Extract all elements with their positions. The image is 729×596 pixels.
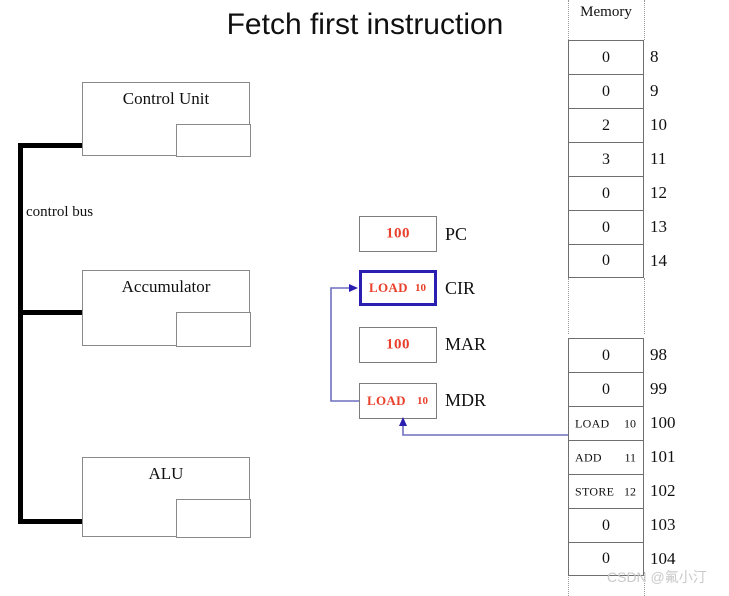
page-title: Fetch first instruction [226, 8, 504, 41]
wire-memory-to-mdr [402, 422, 568, 436]
register-cir-label: CIR [445, 278, 476, 298]
register-mar-label: MAR [445, 334, 487, 354]
memory-cell: 2 [568, 108, 644, 142]
memory-cell-value: 0 [602, 184, 610, 202]
control-bus-branch-control-unit [18, 143, 86, 148]
alu-subregister [176, 499, 251, 538]
register-pc-value: 100 [386, 225, 410, 242]
control-unit-subregister [176, 124, 251, 157]
memory-lower-address: 104 [650, 549, 676, 568]
control-unit-box: Control Unit [82, 82, 251, 157]
accumulator-subregister [176, 312, 251, 347]
register-cir-opcode: LOAD [369, 280, 408, 295]
register-cir: LOAD 10 [359, 270, 437, 306]
control-bus-branch-accumulator [18, 310, 86, 315]
memory-cell: STORE 12 [568, 474, 644, 508]
memory-upper-address: 12 [650, 183, 667, 202]
memory-upper-address: 8 [650, 47, 659, 66]
register-mdr: LOAD 10 [359, 383, 437, 419]
memory-cell: 0 [568, 74, 644, 108]
memory-cell: 0 [568, 338, 644, 372]
register-mdr-opcode: LOAD [367, 393, 406, 408]
memory-lower-address: 100 [650, 413, 676, 432]
memory-upper-address: 11 [650, 149, 667, 168]
alu-label: ALU [148, 464, 184, 483]
register-pc-label: PC [445, 224, 468, 244]
memory-guide-right-top [644, 0, 645, 40]
register-mar: 100 [359, 327, 437, 363]
control-bus-line [18, 143, 23, 524]
memory-cell-value: 0 [602, 380, 610, 398]
wire-mdr-to-cir [330, 287, 359, 402]
memory-cell: 3 [568, 142, 644, 176]
register-cir-operand: 10 [415, 282, 426, 294]
memory-cell-operand: 12 [624, 484, 636, 498]
memory-cell: 0 [568, 176, 644, 210]
memory-cell-value: 0 [602, 48, 610, 66]
memory-cell-value: 0 [602, 218, 610, 236]
register-mdr-operand: 10 [417, 395, 428, 407]
memory-guide-left-mid [568, 278, 569, 334]
memory-lower-address: 103 [650, 515, 676, 534]
memory-upper-address: 13 [650, 217, 667, 236]
register-mdr-label: MDR [445, 390, 487, 410]
control-unit-label: Control Unit [122, 89, 210, 108]
memory-cell-opcode: ADD [575, 450, 602, 464]
memory-cell: 0 [568, 372, 644, 406]
memory-cell: ADD 11 [568, 440, 644, 474]
memory-cell: LOAD 10 [568, 406, 644, 440]
memory-cell-operand: 11 [624, 450, 636, 464]
memory-cell-value: 0 [602, 516, 610, 534]
memory-cell-value: 2 [602, 116, 610, 134]
accumulator-box: Accumulator [82, 270, 251, 347]
memory-cell-opcode: STORE [575, 484, 615, 498]
memory-upper-address: 9 [650, 81, 659, 100]
register-pc: 100 [359, 216, 437, 252]
memory-lower-address: 101 [650, 447, 676, 466]
memory-cell: 0 [568, 210, 644, 244]
memory-guide-right-bottom [644, 572, 645, 596]
accumulator-label: Accumulator [121, 277, 211, 296]
memory-cell: 0 [568, 40, 644, 74]
memory-title: Memory [580, 4, 632, 20]
memory-cell-operand: 10 [624, 416, 636, 430]
memory-cell: 0 [568, 542, 644, 576]
memory-cell-value: 0 [602, 82, 610, 100]
memory-guide-left-top [568, 0, 569, 40]
memory-cell: 0 [568, 508, 644, 542]
memory-cell-value: 3 [602, 150, 610, 168]
memory-cell-value: 0 [602, 252, 610, 269]
memory-cell: 0 [568, 244, 644, 278]
memory-cell-opcode: LOAD [575, 416, 610, 430]
memory-guide-left-bottom [568, 572, 569, 596]
wire-mdr-to-cir-arrowhead [349, 284, 358, 292]
memory-lower-address: 98 [650, 345, 667, 364]
memory-lower-address: 102 [650, 481, 676, 500]
memory-upper-address: 14 [650, 251, 667, 270]
memory-cell-value: 0 [602, 550, 610, 567]
register-mar-value: 100 [386, 336, 410, 353]
alu-box: ALU [82, 457, 251, 538]
watermark: CSDN @氟小汀 [607, 569, 707, 585]
memory-cell-value: 0 [602, 346, 610, 364]
memory-upper-address: 10 [650, 115, 667, 134]
control-bus-branch-alu [18, 519, 86, 524]
memory-guide-right-mid [644, 278, 645, 334]
control-bus-label: control bus [26, 204, 94, 220]
memory-lower-address: 99 [650, 379, 667, 398]
